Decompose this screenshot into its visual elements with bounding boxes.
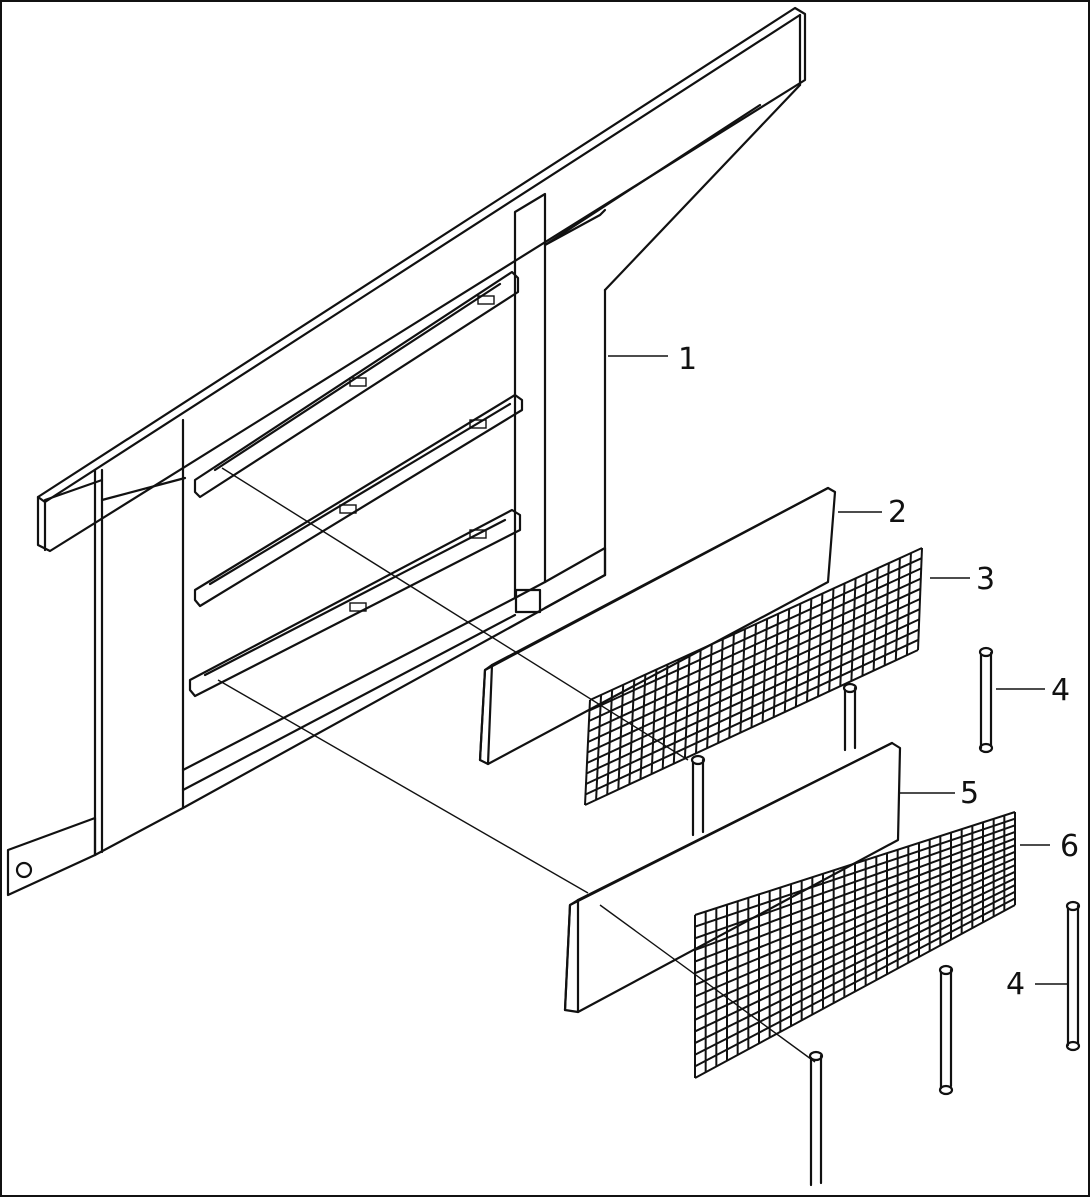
mesh-wire <box>586 608 921 764</box>
mesh-wire <box>585 638 919 796</box>
mesh-wire <box>694 844 1016 975</box>
mesh-wire <box>585 628 920 785</box>
mesh-wire <box>589 557 923 712</box>
mesh-wire <box>694 811 1016 916</box>
mesh-wire <box>694 884 1016 1044</box>
mesh-part-3 <box>584 547 923 806</box>
mesh-wire <box>586 618 920 775</box>
callout-3: 3 <box>976 562 995 597</box>
mesh-wire <box>694 824 1016 940</box>
mesh-wire <box>694 857 1016 998</box>
mesh-part-6 <box>694 811 1016 1079</box>
rod-part-4 <box>1065 900 1081 1052</box>
rod-part-4 <box>978 646 994 754</box>
mesh-wire <box>587 587 921 743</box>
mesh-wire <box>584 649 919 806</box>
callout-5: 5 <box>960 776 979 811</box>
rod-part-4 <box>690 754 706 837</box>
mesh-wire <box>694 837 1016 963</box>
callout-6: 6 <box>1060 829 1079 864</box>
mesh-wire <box>694 877 1016 1033</box>
mesh-wire <box>588 567 922 722</box>
rod-part-4 <box>938 964 954 1096</box>
mesh-wire <box>694 817 1016 928</box>
assembly-guide-lines <box>217 467 816 1063</box>
mesh-wire <box>694 904 1016 1079</box>
mesh-wire <box>694 890 1016 1056</box>
callout-4: 4 <box>1051 673 1070 708</box>
mesh-wire <box>694 864 1016 1010</box>
callout-1: 1 <box>678 342 697 377</box>
rod-part-4 <box>842 682 858 752</box>
callout-4-lower: 4 <box>1006 967 1025 1002</box>
mesh-wire <box>587 598 921 754</box>
mesh-wire <box>694 830 1016 951</box>
plate-part-2 <box>478 486 837 766</box>
mesh-wire <box>694 897 1016 1068</box>
mesh-wire <box>694 870 1016 1021</box>
callout-leaders <box>608 355 1068 985</box>
callout-2: 2 <box>888 495 907 530</box>
mesh-wire <box>694 850 1016 986</box>
frame-part-1 <box>6 6 807 897</box>
rod-part-4 <box>808 1050 824 1187</box>
mesh-wire <box>588 577 922 733</box>
mesh-wire <box>589 547 923 701</box>
plate-part-5 <box>563 741 902 1014</box>
